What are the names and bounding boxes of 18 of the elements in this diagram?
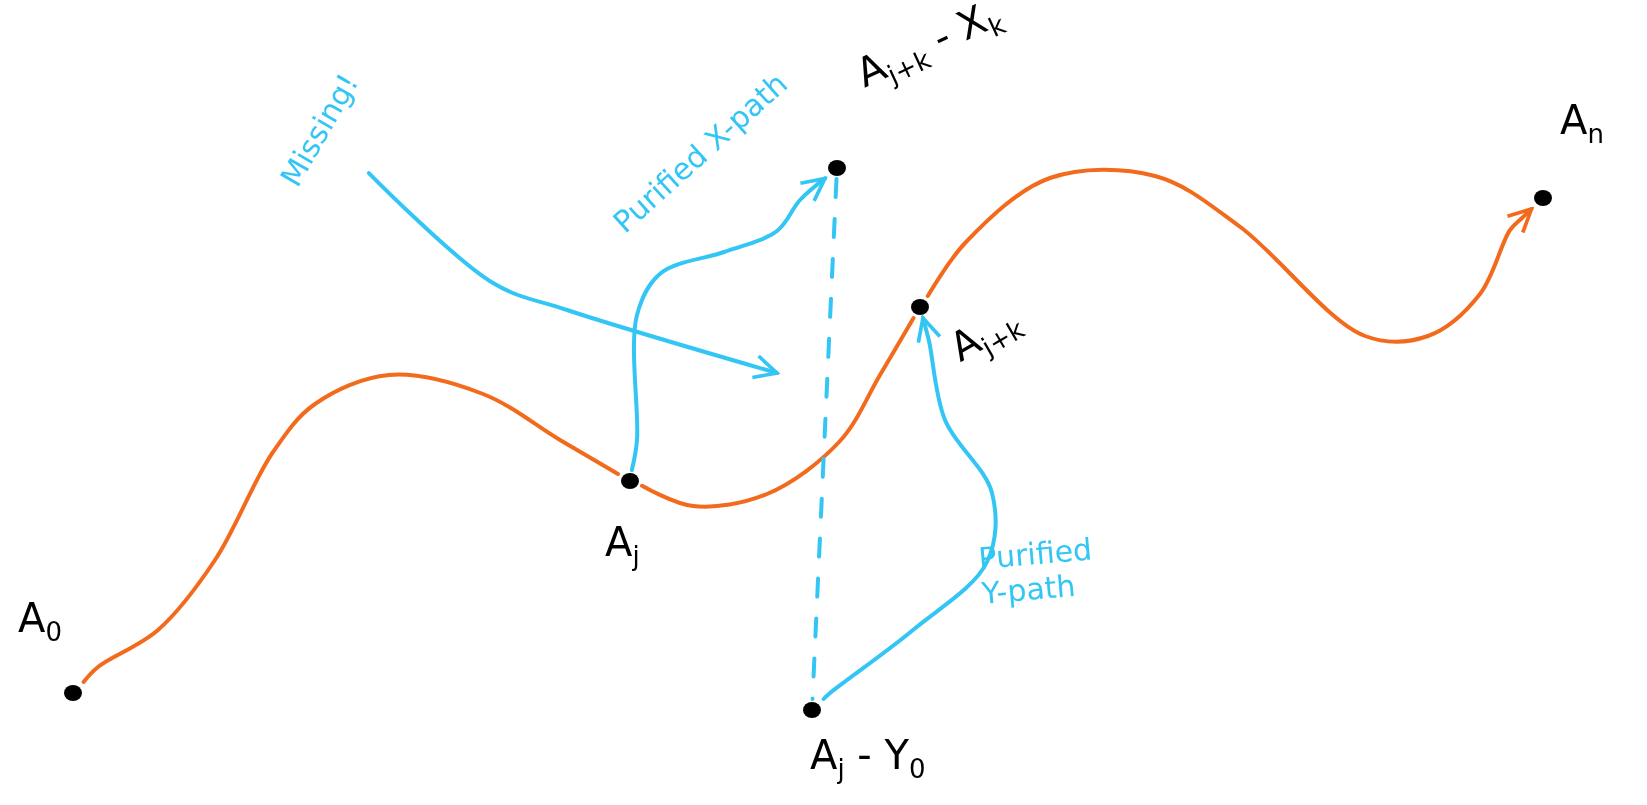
point-dot (621, 473, 639, 489)
point-dot (828, 160, 846, 176)
point-dot (911, 299, 929, 315)
connector-line (640, 316, 916, 509)
point-dot (1534, 190, 1552, 206)
point-label: A$_{n}$ (1560, 100, 1604, 147)
path-note: Purified Y-path (977, 529, 1095, 611)
point-dot (64, 685, 82, 701)
arrow (821, 316, 998, 701)
arrow (629, 176, 827, 472)
connector-line (810, 177, 839, 701)
point-dot (803, 702, 821, 718)
arrow (366, 171, 779, 380)
arrow (925, 167, 1534, 344)
point-label: A$_{0}$ (18, 598, 62, 645)
point-label: A$_{j}$ - Y$_{0}$ (810, 735, 926, 782)
connector-line (81, 372, 620, 684)
point-label: A$_{j}$ (605, 522, 640, 569)
